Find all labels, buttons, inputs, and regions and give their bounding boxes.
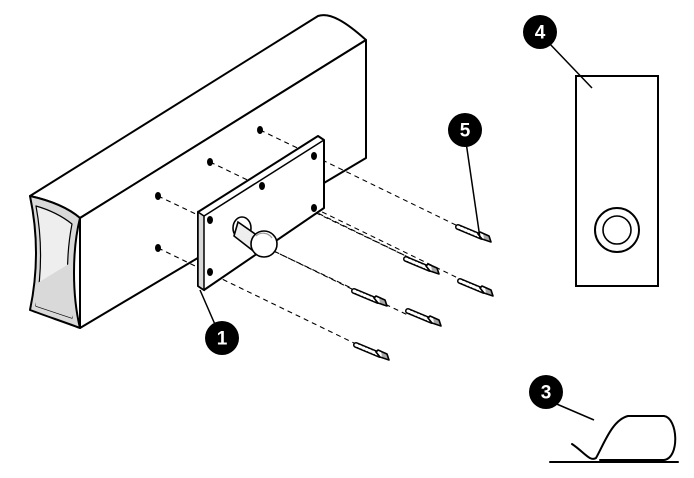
beam-front-face bbox=[79, 39, 367, 329]
hitch-ball bbox=[232, 216, 278, 258]
callout-1: 1 bbox=[205, 321, 239, 355]
strap-clip bbox=[549, 415, 679, 463]
callout-5: 5 bbox=[448, 113, 482, 147]
plate-hole bbox=[207, 268, 213, 276]
screw bbox=[354, 291, 387, 306]
hitch-plate bbox=[197, 135, 325, 292]
callout-4: 4 bbox=[523, 15, 557, 49]
callout-3: 3 bbox=[529, 375, 563, 409]
callout-3-label: 3 bbox=[541, 383, 552, 404]
beam bbox=[29, 14, 367, 329]
plate-hole bbox=[311, 204, 317, 212]
screws bbox=[354, 227, 493, 360]
plate-hole bbox=[311, 152, 317, 160]
screw bbox=[458, 227, 491, 242]
screw bbox=[356, 345, 389, 360]
callout-4-label: 4 bbox=[535, 23, 546, 44]
screw bbox=[408, 311, 441, 326]
beam-inner-shadow bbox=[36, 262, 72, 318]
callout-1-label: 1 bbox=[217, 329, 228, 350]
spacer-panel bbox=[575, 75, 659, 287]
callout-5-label: 5 bbox=[460, 121, 471, 142]
callout-leaders bbox=[199, 41, 595, 421]
plate-hole bbox=[207, 216, 213, 224]
screw bbox=[460, 281, 493, 296]
plate-hole bbox=[259, 182, 265, 190]
